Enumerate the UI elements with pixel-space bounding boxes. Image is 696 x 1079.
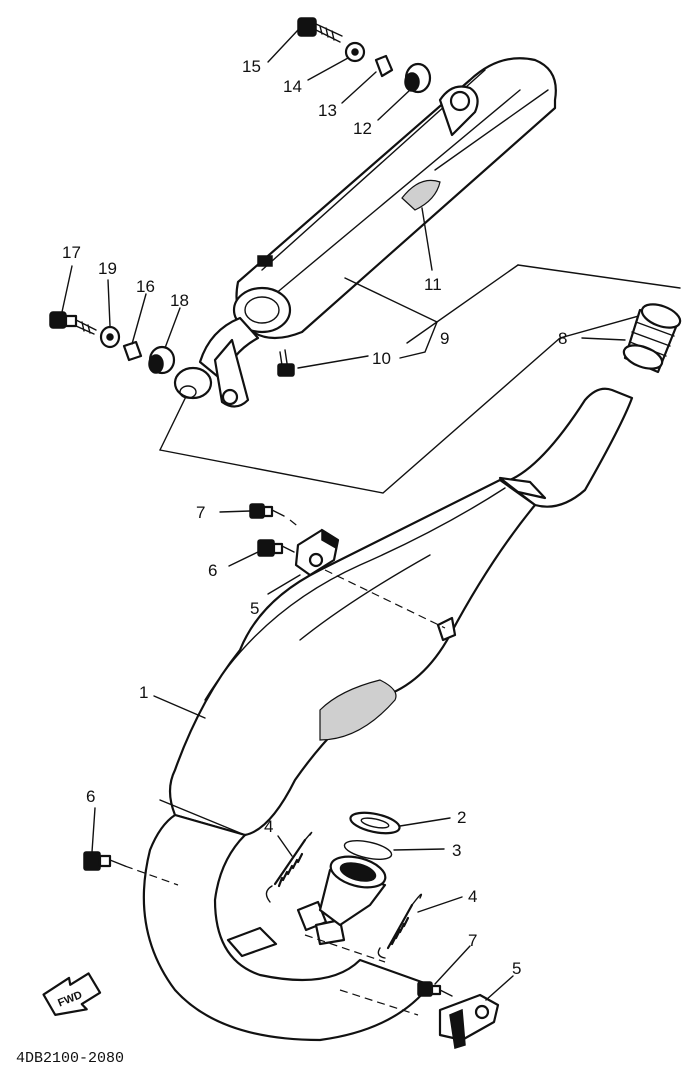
flange-joint (318, 855, 387, 927)
callout-12: 12 (353, 119, 372, 138)
bracket-5-lower (438, 993, 500, 1049)
callout-3: 3 (452, 841, 461, 860)
collar-13 (374, 54, 394, 78)
grommet-12 (404, 62, 432, 94)
grommet-18 (148, 345, 176, 375)
callout-11: 11 (424, 275, 442, 294)
bolt-10 (277, 349, 295, 377)
callout-19: 19 (98, 259, 117, 278)
callout-1: 1 (139, 683, 148, 702)
washer-19 (99, 325, 121, 349)
bolt-6-upper (257, 539, 295, 557)
leader-lines (61, 29, 626, 1001)
subassembly-frame (159, 264, 681, 494)
callout-2: 2 (457, 808, 466, 827)
bracket-5-upper (294, 528, 340, 577)
bolt-7-lower (417, 981, 453, 997)
bolt-7-upper (249, 503, 285, 519)
joint-8 (622, 303, 682, 374)
callout-16: 16 (136, 277, 155, 296)
callout-13: 13 (318, 101, 337, 120)
washer-14 (344, 41, 366, 63)
oring-3 (343, 840, 393, 860)
exhaust-pipe (142, 387, 634, 1042)
callout-5-upper: 5 (250, 599, 259, 618)
callout-8: 8 (558, 329, 567, 348)
silencer (173, 57, 557, 408)
bolt-15 (297, 17, 343, 43)
bolt-17 (49, 311, 97, 335)
callout-6-upper: 6 (208, 561, 217, 580)
bolt-6-lower (83, 851, 126, 871)
collar-16 (122, 340, 143, 362)
callout-4-left: 4 (264, 817, 273, 836)
spring-4-left (265, 831, 313, 903)
callout-15: 15 (242, 57, 261, 76)
callout-labels: 15 14 13 12 17 19 16 18 11 9 10 8 7 6 5 … (62, 57, 567, 978)
callout-5-lower: 5 (512, 959, 521, 978)
callout-17: 17 (62, 243, 81, 262)
damper-pad (401, 179, 441, 211)
callout-4-right: 4 (468, 887, 477, 906)
callout-14: 14 (283, 77, 302, 96)
callout-6-lower: 6 (86, 787, 95, 806)
callout-10: 10 (372, 349, 391, 368)
alignment-lines (124, 519, 446, 1016)
callout-9: 9 (440, 329, 449, 348)
callout-18: 18 (170, 291, 189, 310)
callout-7-lower: 7 (468, 931, 477, 950)
drawing-code: 4DB2100-2080 (16, 1050, 124, 1067)
spring-4-right (377, 893, 423, 959)
fwd-arrow: FWD (42, 972, 102, 1016)
gasket-2 (349, 811, 401, 835)
callout-7-upper: 7 (196, 503, 205, 522)
